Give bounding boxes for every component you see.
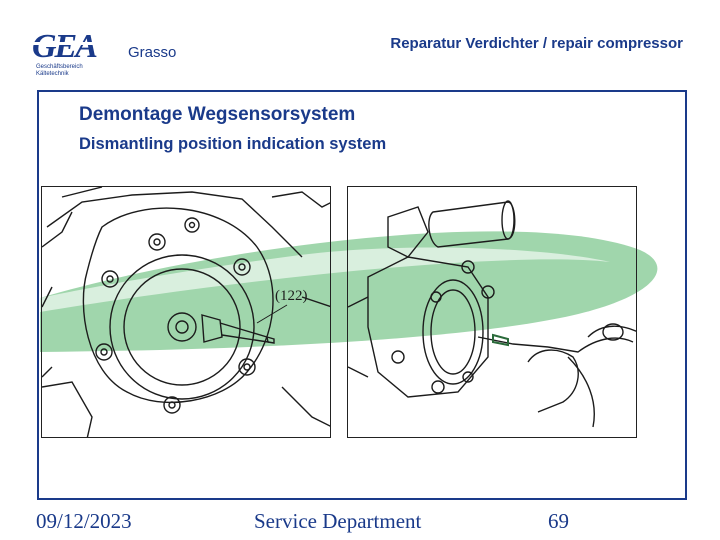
- gea-logo: GEA: [30, 28, 118, 62]
- footer-department: Service Department: [254, 509, 422, 533]
- content-frame: [37, 90, 687, 500]
- part-label-122: (122): [275, 288, 308, 304]
- slide-title-german: Demontage Wegsensorsystem: [79, 104, 356, 125]
- header-title: Reparatur Verdichter / repair compressor: [390, 35, 683, 52]
- logo-subtitle: Geschäftsbereich Kältetechnik: [36, 64, 83, 77]
- brand-name: Grasso: [128, 44, 177, 61]
- slide-title-english: Dismantling position indication system: [79, 135, 387, 153]
- footer-page-number: 69: [548, 509, 569, 533]
- figure-left-compressor-cover: [41, 186, 331, 438]
- footer-date: 09/12/2023: [36, 509, 132, 533]
- figure-right-removal: [347, 186, 637, 438]
